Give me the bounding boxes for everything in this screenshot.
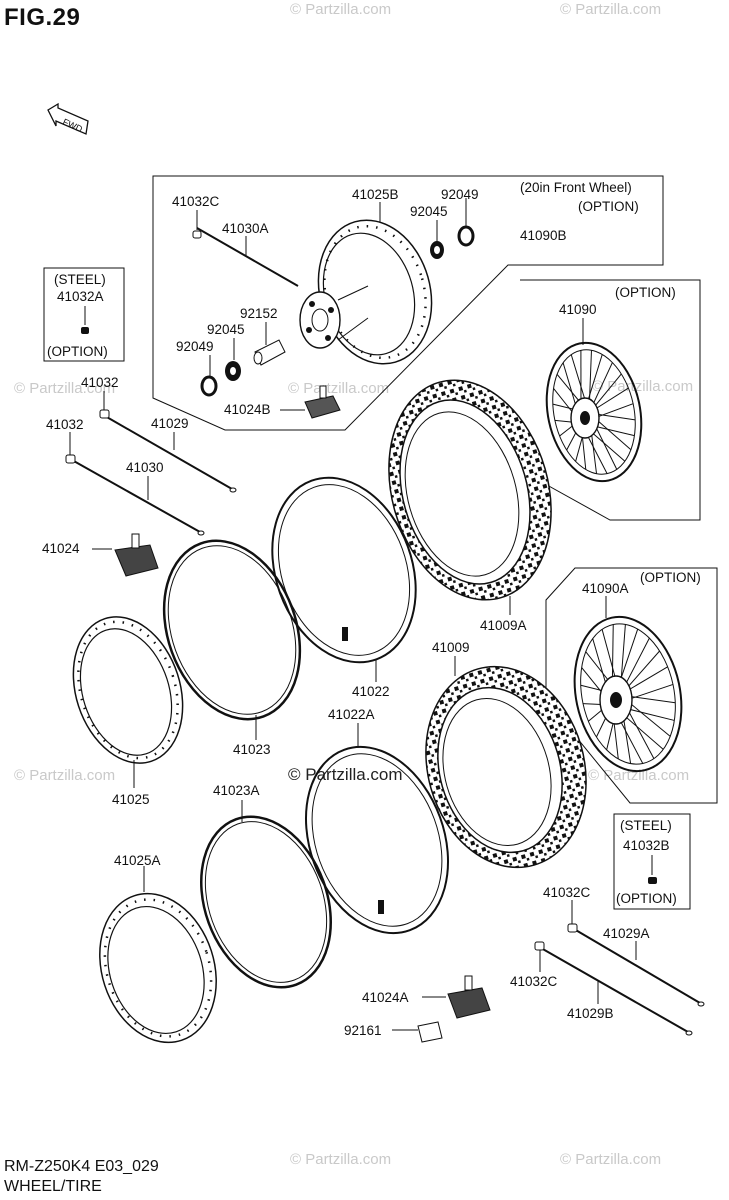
watermark-text: © Partzilla.com [290, 1, 391, 18]
label-41032C: 41032C [510, 974, 558, 989]
option-box-41090 [519, 279, 701, 521]
forward-arrow-icon: FWD [47, 102, 89, 135]
label-41090: 41090 [559, 302, 597, 317]
part-41024A-rim-lock[interactable] [447, 975, 491, 1019]
part-labels: 41032C 41030A 41025B 92049 92045 (20in F… [42, 180, 701, 1038]
label-41032C: 41032C [543, 885, 591, 900]
label-41032B: 41032B [623, 838, 670, 853]
watermark-center: © Partzilla.com [288, 765, 403, 784]
part-41030-spoke[interactable] [65, 454, 205, 536]
watermarks: © Partzilla.com © Partzilla.com © Partzi… [14, 1, 693, 1168]
watermark-text: © Partzilla.com [592, 378, 693, 395]
part-92049-seal-mid[interactable] [200, 375, 218, 397]
label-41024A: 41024A [362, 990, 409, 1005]
watermark-text: © Partzilla.com [290, 1151, 391, 1168]
label-option: (OPTION) [578, 199, 639, 214]
label-41024: 41024 [42, 541, 80, 556]
part-41029B-spoke[interactable] [534, 941, 693, 1036]
label-option: (OPTION) [640, 570, 701, 585]
label-41032C: 41032C [172, 194, 220, 209]
label-option: (OPTION) [47, 344, 108, 359]
leader-lines [69, 198, 653, 1031]
label-steel: (STEEL) [54, 272, 106, 287]
part-41024-rim-lock[interactable] [114, 533, 159, 577]
part-41032A-nipple-steel[interactable] [81, 327, 89, 334]
option-group-box [152, 175, 664, 431]
part-41032C-nipple-top[interactable] [192, 230, 202, 239]
label-41022A: 41022A [328, 707, 375, 722]
label-92161: 92161 [344, 1023, 382, 1038]
watermark-text: © Partzilla.com [560, 1, 661, 18]
label-41025: 41025 [112, 792, 150, 807]
part-41009A-front-tire[interactable] [364, 361, 576, 619]
watermark-text: © Partzilla.com [588, 767, 689, 784]
part-92045-bearing-top[interactable] [430, 241, 444, 259]
label-41023A: 41023A [213, 783, 260, 798]
diagram-code: RM-Z250K4 E03_029 [4, 1158, 159, 1175]
watermark-text: © Partzilla.com [14, 380, 115, 397]
part-41023-rim-band[interactable] [140, 522, 323, 739]
part-92049-seal-top[interactable] [457, 225, 475, 247]
label-41030: 41030 [126, 460, 164, 475]
label-41032: 41032 [46, 417, 84, 432]
steel-box-41032A [43, 267, 125, 362]
part-92045-bearing-mid[interactable] [225, 361, 241, 381]
part-41023A-rim-band[interactable] [179, 798, 354, 1005]
steel-box-41032B [613, 813, 691, 910]
label-41029B: 41029B [567, 1006, 614, 1021]
part-41009-rear-tire[interactable] [403, 647, 609, 886]
label-41032A: 41032A [57, 289, 104, 304]
label-41009: 41009 [432, 640, 470, 655]
label-41090A: 41090A [582, 581, 629, 596]
part-41029-spoke[interactable] [99, 409, 237, 493]
label-92045: 92045 [410, 204, 448, 219]
watermark-text: © Partzilla.com [288, 380, 389, 397]
label-41090B: 41090B [520, 228, 567, 243]
part-41024B-rim-lock[interactable] [304, 385, 341, 419]
part-41090-spoked-wheel[interactable] [534, 334, 653, 490]
label-41025A: 41025A [114, 853, 161, 868]
label-41023: 41023 [233, 742, 271, 757]
label-41009A: 41009A [480, 618, 527, 633]
part-92152-spacer[interactable] [253, 339, 286, 366]
diagram-caption: WHEEL/TIRE [4, 1178, 102, 1195]
watermark-text: © Partzilla.com [560, 1151, 661, 1168]
label-92049: 92049 [176, 339, 214, 354]
part-hub-cast[interactable] [299, 285, 369, 349]
label-option: (OPTION) [615, 285, 676, 300]
part-41032B-nipple-steel[interactable] [648, 877, 657, 884]
label-92049: 92049 [441, 187, 479, 202]
figure-title: FIG.29 [4, 4, 81, 31]
label-41024B: 41024B [224, 402, 271, 417]
label-92152: 92152 [240, 306, 278, 321]
part-41090A-spoked-wheel[interactable] [561, 607, 695, 781]
label-92045: 92045 [207, 322, 245, 337]
label-41032: 41032 [81, 375, 119, 390]
part-41030A-spoke[interactable] [196, 227, 299, 287]
option-box-41090A [545, 567, 718, 804]
label-41022: 41022 [352, 684, 390, 699]
label-steel: (STEEL) [620, 818, 672, 833]
label-41030A: 41030A [222, 221, 269, 236]
part-92161-pad[interactable] [417, 1021, 443, 1043]
label-option: (OPTION) [616, 891, 677, 906]
label-41025B: 41025B [352, 187, 399, 202]
label-20in-front-wheel: (20in Front Wheel) [520, 180, 632, 195]
part-41029A-spoke[interactable] [567, 923, 705, 1007]
label-41029: 41029 [151, 416, 189, 431]
part-41025A-rim[interactable] [81, 878, 234, 1057]
watermark-text: © Partzilla.com [14, 767, 115, 784]
label-41029A: 41029A [603, 926, 650, 941]
part-41025-rim[interactable] [55, 603, 200, 778]
